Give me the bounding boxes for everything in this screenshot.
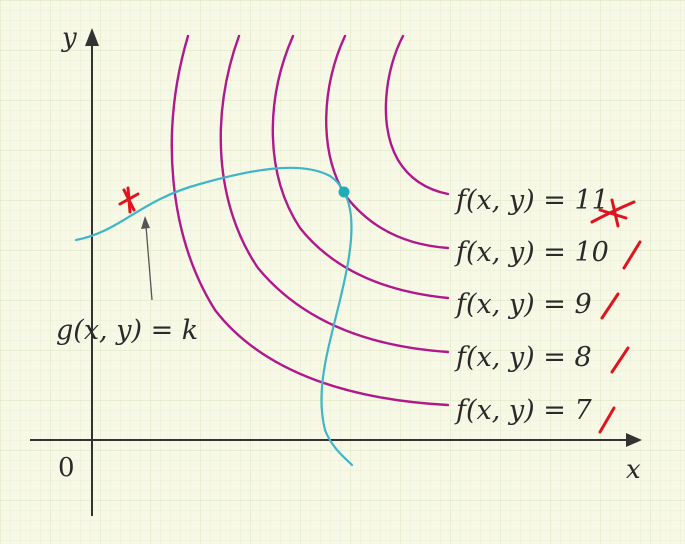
origin-label: 0 bbox=[58, 453, 75, 483]
y-axis-label: y bbox=[61, 23, 77, 53]
level-label-10: f(x, y) = 10 bbox=[454, 237, 609, 268]
level-label-9: f(x, y) = 9 bbox=[454, 289, 592, 320]
constraint-curve bbox=[74, 166, 354, 467]
red-check-11 bbox=[590, 198, 636, 228]
level-label-11: f(x, y) = 11 bbox=[454, 185, 609, 216]
x-axis-arrowhead bbox=[626, 433, 642, 447]
level-label-8: f(x, y) = 8 bbox=[454, 342, 592, 373]
red-check-9 bbox=[600, 292, 620, 320]
level-curve-9 bbox=[271, 34, 450, 300]
level-curve-11 bbox=[384, 34, 450, 196]
handwritten-marks bbox=[118, 186, 642, 434]
red-star-mark bbox=[118, 186, 140, 214]
level-label-7: f(x, y) = 7 bbox=[454, 395, 592, 426]
level-curve-labels: f(x, y) = 11 f(x, y) = 10 f(x, y) = 9 f(… bbox=[454, 185, 609, 426]
red-check-8 bbox=[610, 346, 630, 374]
level-curve-8 bbox=[219, 34, 450, 354]
constraint-label: g(x, y) = k bbox=[56, 315, 198, 346]
red-check-10 bbox=[622, 240, 642, 270]
level-curve-7 bbox=[170, 34, 450, 407]
y-axis-arrowhead bbox=[85, 28, 99, 46]
tangent-point bbox=[338, 186, 350, 198]
red-check-7 bbox=[598, 406, 616, 434]
x-axis-label: x bbox=[626, 455, 641, 485]
constraint-pointer bbox=[141, 216, 153, 301]
